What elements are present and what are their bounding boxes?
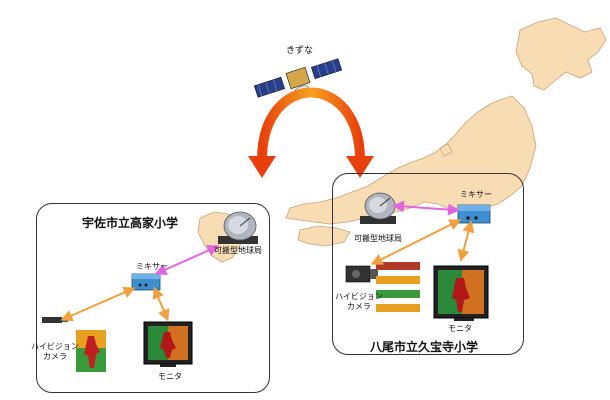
right-mixer-label: ミキサー — [460, 190, 492, 199]
satellite-name: きずな — [286, 46, 314, 56]
right-camera-mixer-link — [370, 219, 462, 265]
right-site-links — [370, 219, 475, 265]
satellite-link-arc — [248, 87, 374, 178]
left-ground-station-label: 可搬型地球局 — [214, 246, 262, 255]
right-station-mixer-link — [392, 200, 460, 216]
hokkaido-shape — [515, 17, 607, 91]
left-site-box — [36, 203, 270, 393]
left-mixer-station-link — [154, 244, 220, 276]
left-mixer-monitor-link — [152, 286, 170, 322]
right-site-title: 八尾市立久宝寺小学 — [370, 340, 479, 354]
left-video-frame-icon — [76, 330, 106, 372]
left-mixer-label: ミキサー — [136, 262, 168, 271]
honshu-shape — [285, 95, 537, 225]
arc-arrowhead-right — [346, 156, 374, 178]
right-site-box — [332, 173, 524, 355]
sado-island — [439, 143, 453, 157]
right-camera-label: ハイビジョン カメラ — [335, 292, 383, 311]
right-monitor-label: モニタ — [448, 324, 472, 333]
right-ground-station-label: 可搬型地球局 — [354, 234, 402, 243]
left-ground-station-icon — [218, 211, 258, 244]
left-camera-label: ハイビジョン カメラ — [31, 342, 79, 361]
shikoku-shape — [297, 225, 351, 247]
left-monitor-label: モニタ — [158, 372, 182, 381]
left-mixer-icon — [131, 273, 161, 291]
arc-arrowhead-left — [248, 156, 276, 178]
japan-map — [197, 17, 607, 263]
left-site-title: 宇佐市立高家小学 — [82, 216, 179, 230]
left-site-links — [60, 286, 170, 322]
right-video-strips-icon — [376, 262, 420, 312]
left-monitor-icon — [143, 321, 193, 367]
right-monitor-icon — [433, 265, 489, 321]
right-mixer-monitor-link — [457, 220, 475, 262]
right-camera-icon — [345, 265, 378, 283]
left-camera-mixer-link — [60, 286, 136, 322]
